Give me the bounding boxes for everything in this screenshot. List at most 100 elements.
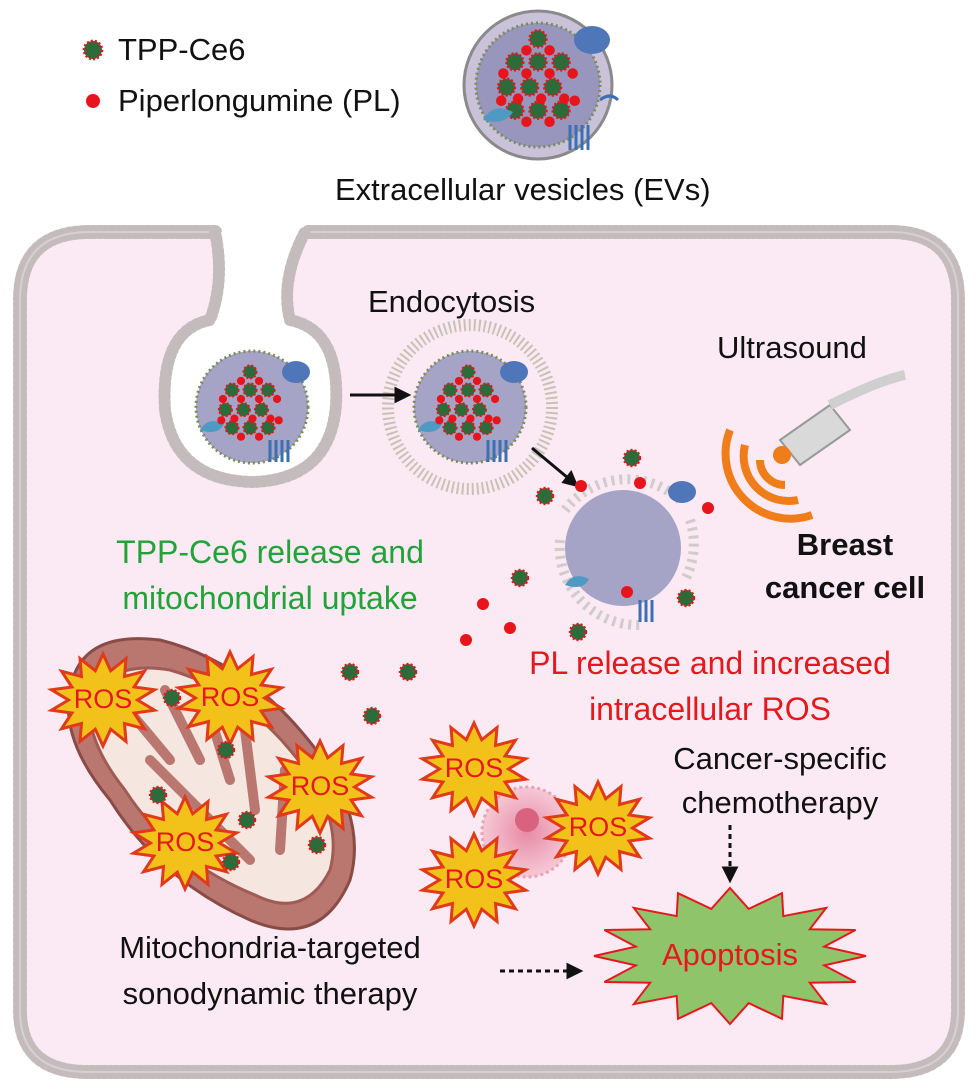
- ros-burst: [417, 719, 531, 819]
- flow-arrows: [350, 386, 579, 488]
- pl-molecule: [569, 95, 580, 106]
- pl-molecule: [535, 93, 547, 104]
- pl-molecule: [504, 622, 516, 634]
- ros-label: ROS: [444, 753, 504, 783]
- pl-molecule: [254, 394, 264, 404]
- tpp-ce6-molecule: [235, 402, 251, 418]
- pl-molecule: [230, 414, 239, 423]
- tpp-ce6-molecule: [242, 382, 258, 398]
- ev-top-cargo: [496, 29, 580, 127]
- ros-burst: [541, 778, 655, 878]
- tpp-ce6-molecule: [460, 364, 476, 380]
- pl-molecule: [567, 68, 578, 79]
- tpp-ce6-molecule: [460, 382, 476, 398]
- dashed-arrows: [500, 825, 739, 980]
- pl-molecule: [477, 598, 489, 610]
- mito-sdt-label-1: Mitochondria-targeted: [119, 930, 421, 965]
- legend-tpp-ce6-label: TPP-Ce6: [118, 32, 246, 67]
- pl-molecule: [521, 68, 532, 79]
- pl-molecule: [454, 394, 464, 404]
- tpp-ce6-molecule: [242, 420, 258, 436]
- tpp-ce6-molecule: [82, 39, 104, 61]
- tpp-ce6-molecule: [478, 420, 494, 436]
- pl-molecule: [498, 68, 509, 79]
- pl-molecule: [496, 95, 507, 106]
- tpp-ce6-molecule: [442, 382, 458, 398]
- pl-molecule: [634, 477, 646, 489]
- tpp-ce6-molecule: [217, 402, 233, 418]
- tpp-ce6-molecule: [237, 810, 257, 830]
- free-molecules: [148, 448, 714, 872]
- ros-label: ROS: [200, 682, 260, 712]
- pl-molecule: [236, 394, 246, 404]
- tpp-release-label-1: TPP-Ce6 release and: [116, 534, 424, 570]
- tpp-ce6-molecule: [505, 52, 525, 72]
- pl-molecule: [490, 394, 500, 404]
- tpp-ce6-molecule: [622, 448, 642, 468]
- tpp-ce6-molecule: [442, 420, 458, 436]
- tpp-ce6-molecule: [362, 706, 382, 726]
- cancer-specific-label-2: chemotherapy: [681, 785, 879, 820]
- pl-molecule: [460, 634, 472, 646]
- apoptosis-burst: [593, 886, 867, 1026]
- pl-molecule: [544, 116, 555, 127]
- tpp-ce6-molecule: [528, 52, 548, 72]
- pl-molecule: [544, 68, 555, 79]
- ev-pocket-cargo: [217, 364, 283, 441]
- pl-molecule: [484, 414, 493, 423]
- tpp-ce6-molecule: [340, 662, 360, 682]
- ultrasound-label: Ultrasound: [717, 330, 867, 365]
- tpp-ce6-molecule: [478, 382, 494, 398]
- pl-molecule: [435, 416, 444, 425]
- tpp-ce6-molecule: [551, 100, 571, 120]
- pl-molecule: [466, 414, 475, 423]
- pl-molecule: [218, 394, 228, 404]
- pl-molecule: [575, 480, 587, 492]
- ruptured-ev: [554, 474, 699, 631]
- breast-cancer-label-1: Breast: [796, 527, 894, 562]
- tpp-ce6-molecule: [260, 420, 276, 436]
- ros-burst: [46, 650, 160, 750]
- tpp-ce6-molecule: [543, 77, 563, 97]
- pl-molecule: [521, 45, 532, 56]
- pl-molecule: [472, 432, 482, 441]
- tpp-ce6-molecule: [551, 52, 571, 72]
- ros-burst: [128, 793, 242, 893]
- tpp-ce6-molecule: [535, 486, 555, 506]
- tpp-ce6-molecule: [216, 740, 236, 760]
- pl-release-label-1: PL release and increased: [529, 645, 891, 681]
- tpp-ce6-molecule: [528, 29, 548, 49]
- legend-icons: [82, 39, 104, 108]
- tpp-ce6-molecule: [519, 77, 540, 97]
- pl-molecule: [272, 394, 282, 404]
- pl-molecule: [436, 394, 446, 404]
- pl-molecule: [544, 45, 555, 56]
- endosome: [382, 319, 558, 495]
- tpp-ce6-molecule: [242, 364, 258, 380]
- ros-label: ROS: [290, 771, 350, 801]
- ros-burst: [417, 830, 531, 930]
- tpp-ce6-molecule: [260, 382, 276, 398]
- tpp-ce6-molecule: [398, 662, 418, 682]
- tpp-ce6-molecule: [676, 588, 696, 608]
- pl-molecule: [454, 432, 464, 441]
- tpp-ce6-molecule: [471, 402, 488, 418]
- extracellular-vesicles-label: Extracellular vesicles (EVs): [335, 172, 711, 207]
- tpp-release-label-2: mitochondrial uptake: [122, 580, 418, 616]
- legend-piperlongumine-label: Piperlongumine (PL): [118, 83, 401, 118]
- tpp-ce6-molecule: [253, 402, 270, 418]
- pl-molecule: [702, 502, 714, 514]
- tpp-ce6-molecule: [453, 402, 469, 418]
- tpp-ce6-molecule: [528, 100, 548, 120]
- pl-molecule: [236, 432, 246, 441]
- pl-molecule: [472, 376, 482, 386]
- ev-endocytosing: [194, 349, 310, 465]
- ev-endo-cargo: [435, 364, 501, 441]
- pl-molecule: [266, 414, 275, 423]
- apoptosis-label: Apoptosis: [661, 937, 799, 972]
- tpp-ce6-molecule: [148, 785, 168, 805]
- tpp-ce6-molecule: [510, 568, 530, 588]
- tpp-ce6-molecule: [224, 382, 240, 398]
- pl-molecule: [254, 432, 264, 441]
